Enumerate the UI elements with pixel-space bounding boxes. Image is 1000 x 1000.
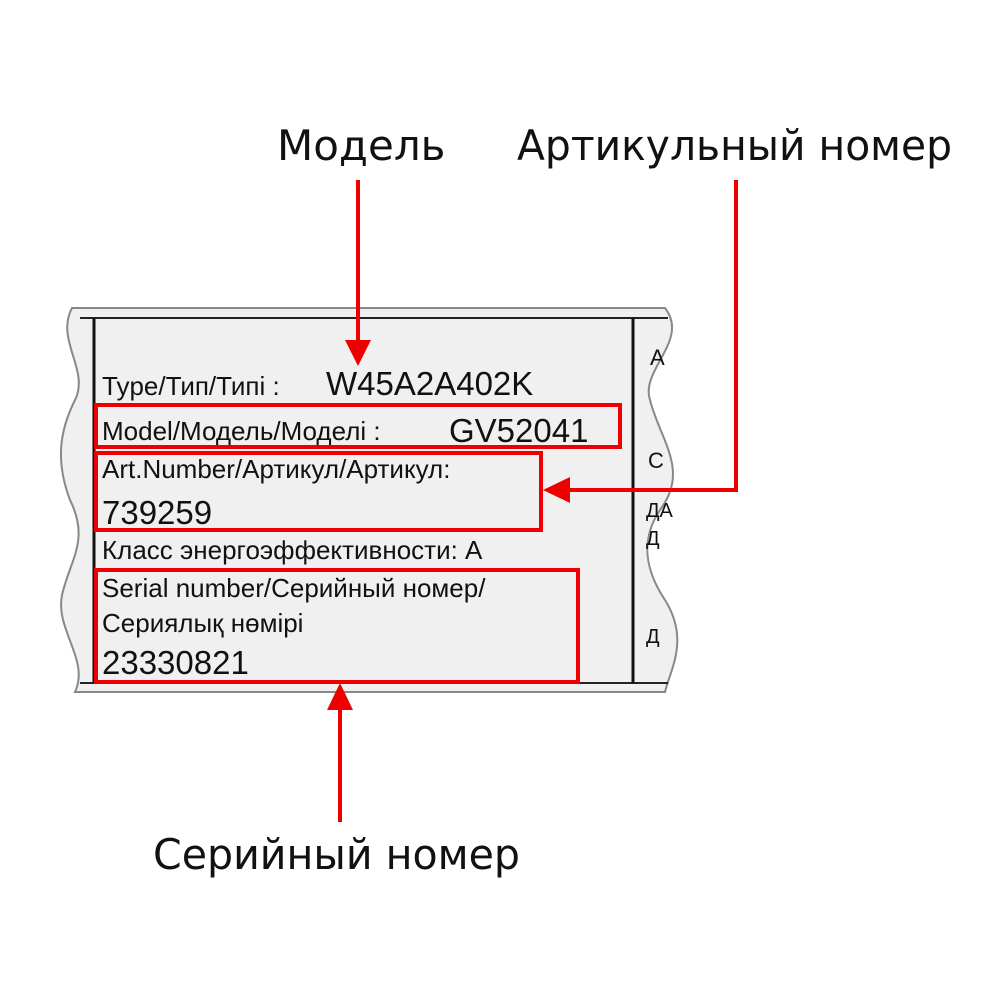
fragment: ДА [646,500,674,522]
energy-class: Класс энергоэффективности: А [102,535,483,565]
fragment: А [650,345,665,370]
type-value: W45A2A402K [326,365,533,402]
serial-label-2: Сериялық нөмірі [102,608,303,638]
art-value: 739259 [102,494,212,531]
serial-arrow [327,683,353,822]
fragment: Д [646,528,660,550]
type-label: Type/Тип/Типі : [102,371,280,401]
model-label: Model/Модель/Моделі : [102,416,381,446]
model-caption: Модель [277,121,445,170]
fragment: Д [646,626,660,648]
serial-caption: Серийный номер [153,830,520,879]
model-arrow [345,180,371,366]
art-highlight-box [94,451,543,532]
model-highlight-box [94,403,622,449]
serial-label-1: Serial number/Серийный номер/ [102,573,486,603]
serial-highlight-box [94,568,580,684]
model-value: GV52041 [449,412,588,449]
art-label: Art.Number/Артикул/Артикул: [102,454,450,484]
fragment: С [648,448,664,473]
serial-value: 23330821 [102,644,249,681]
article-arrow [543,180,738,503]
article-caption: Артикульный номер [517,121,952,170]
